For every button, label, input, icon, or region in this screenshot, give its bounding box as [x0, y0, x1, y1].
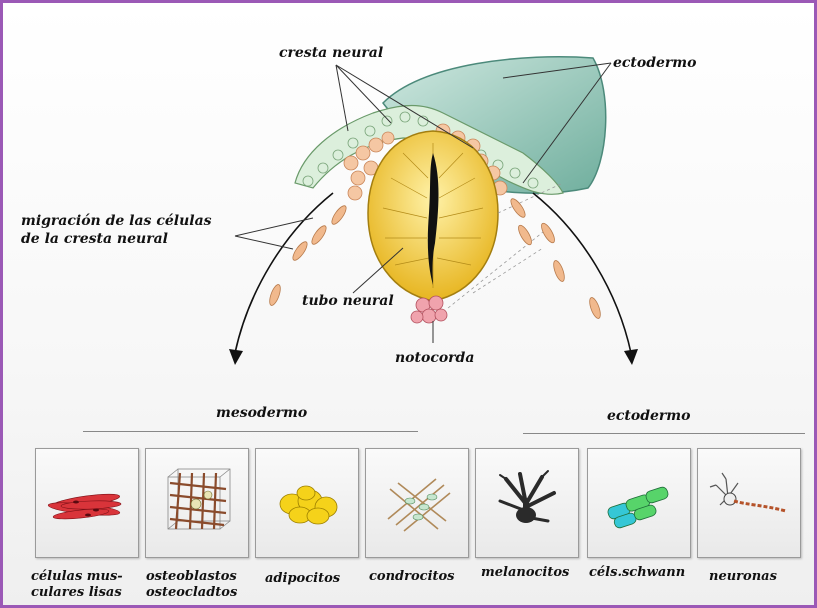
schwann-cell-icon [588, 449, 690, 557]
section-mesodermo: mesodermo [216, 405, 307, 421]
label-migracion-2: de la cresta neural [21, 231, 168, 247]
caption-cell-6: neuronas [709, 569, 777, 584]
arrow-right-head [624, 349, 638, 365]
label-cresta-neural: cresta neural [279, 45, 383, 61]
osteoblast-icon [146, 449, 248, 557]
caption-cell-0-line1: células mus- [31, 569, 123, 584]
cell-box-osteoblasts [145, 448, 249, 558]
section-ectodermo: ectodermo [607, 408, 690, 424]
migrating-cells-right [508, 197, 602, 320]
caption-cell-0-line2: culares lisas [31, 585, 122, 600]
cell-box-adipocytes [255, 448, 359, 558]
caption-cell-2: adipocitos [265, 571, 340, 586]
neuron-icon [698, 449, 800, 557]
caption-cell-3: condrocitos [369, 569, 455, 584]
label-notocorda: notocorda [395, 350, 474, 366]
caption-cell-1-line2: osteocladtos [146, 585, 237, 600]
rule-mesodermo [83, 431, 418, 432]
label-tubo-neural: tubo neural [302, 293, 394, 309]
cell-box-melanocytes [475, 448, 579, 558]
label-migracion-1: migración de las células [21, 213, 212, 229]
chondrocyte-icon [366, 449, 468, 557]
cell-box-smooth-muscle [35, 448, 139, 558]
melanocyte-icon [476, 449, 578, 557]
cell-box-neurons [697, 448, 801, 558]
cell-box-schwann [587, 448, 691, 558]
arrow-left-head [229, 349, 243, 365]
label-ectodermo-top: ectodermo [613, 55, 696, 71]
caption-cell-5: céls.schwann [589, 565, 685, 580]
rule-ectodermo [523, 433, 805, 434]
caption-cell-1-line1: osteoblastos [146, 569, 237, 584]
cell-box-chondrocytes [365, 448, 469, 558]
adipocyte-icon [256, 449, 358, 557]
caption-cell-4: melanocitos [481, 565, 569, 580]
smooth-muscle-icon [36, 449, 138, 557]
